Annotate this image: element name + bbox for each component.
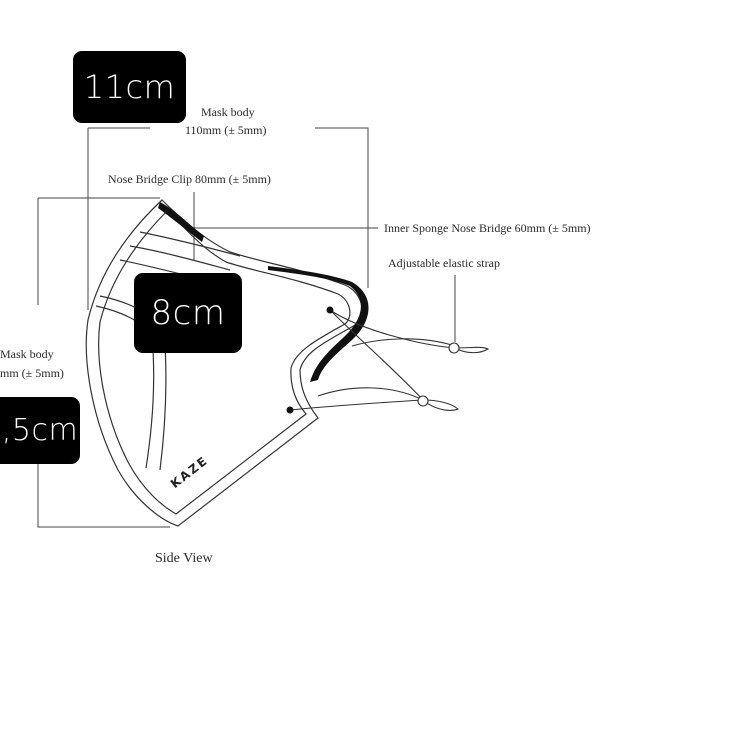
strap-upper — [329, 309, 490, 354]
side-view-caption: Side View — [155, 551, 213, 566]
nose-bridge-clip — [158, 202, 204, 242]
mask-body-height-value: mm (± 5mm) — [0, 366, 64, 380]
nose-bridge-clip-label: Nose Bridge Clip 80mm (± 5mm) — [108, 172, 271, 186]
strap-cross — [329, 309, 424, 401]
elastic-strap-label: Adjustable elastic strap — [388, 256, 500, 270]
mask-body-width-label: Mask body — [201, 105, 255, 119]
mask-body-width-value: 110mm (± 5mm) — [185, 123, 267, 137]
width-dimension-line — [88, 127, 369, 288]
mask-inner-outline — [98, 209, 351, 515]
strap-lower-return — [317, 387, 424, 401]
strap-adjuster-lower — [417, 395, 429, 407]
strap-lower — [289, 399, 460, 411]
strap-anchor-upper — [326, 306, 334, 314]
width-cm-badge: 11cm — [73, 51, 186, 123]
mask-body-height-label: Mask body — [0, 347, 54, 361]
elastic-straps — [289, 309, 490, 411]
strap-upper-return — [351, 338, 456, 347]
strap-adjuster-upper — [448, 342, 460, 354]
nose-bridge-sponge — [268, 266, 369, 382]
nose-cm-badge: 8cm — [134, 273, 242, 353]
height-dimension-line — [37, 197, 170, 528]
dimension-lines — [37, 127, 456, 528]
strap-anchor-lower — [286, 406, 294, 414]
inner-sponge-label: Inner Sponge Nose Bridge 60mm (± 5mm) — [384, 221, 591, 235]
height-cm-badge: ,5cm — [0, 397, 80, 464]
mask-outer-outline — [85, 199, 363, 527]
